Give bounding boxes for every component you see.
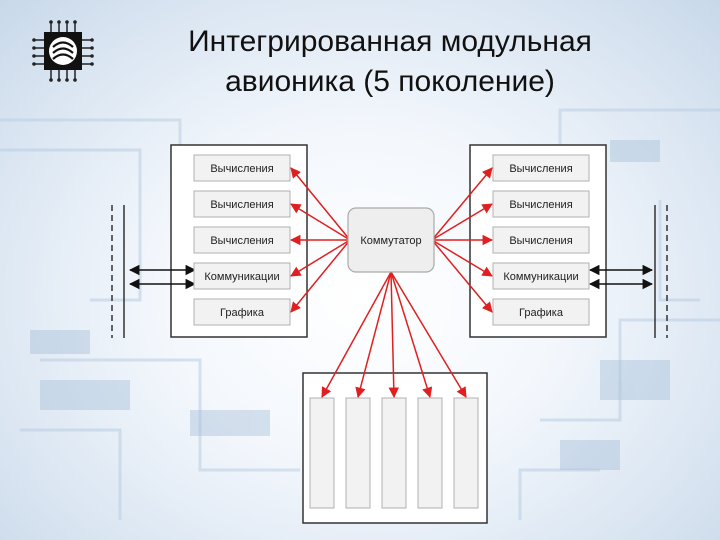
left-item-3-label: Вычисления xyxy=(210,235,273,247)
left-item-3: Вычисления xyxy=(193,226,291,254)
left-item-1-label: Вычисления xyxy=(210,163,273,175)
left-item-5: Графика xyxy=(193,298,291,326)
link-right-1 xyxy=(431,167,493,241)
link-right-4 xyxy=(431,239,493,277)
link-left-4 xyxy=(290,239,351,277)
left-item-1: Вычисления xyxy=(193,154,291,182)
switch-label: Коммутатор xyxy=(360,235,421,247)
right-external-bus xyxy=(654,205,668,338)
right-item-5: Графика xyxy=(492,298,590,326)
right-item-4: Коммуникации xyxy=(492,262,590,290)
link-left-5 xyxy=(290,239,351,313)
left-item-4-label: Коммуникации xyxy=(204,271,279,283)
red-links xyxy=(289,167,494,399)
bottom-slot-3 xyxy=(381,397,407,509)
right-item-1: Вычисления xyxy=(492,154,590,182)
right-item-2-label: Вычисления xyxy=(509,199,572,211)
link-left-1 xyxy=(290,167,351,241)
link-right-2 xyxy=(431,203,493,241)
right-item-4-label: Коммуникации xyxy=(503,271,578,283)
link-bottom-5 xyxy=(390,271,467,398)
link-bottom-3 xyxy=(388,271,400,399)
title-line-1: Интегрированная модульная xyxy=(188,25,592,58)
left-item-4: Коммуникации xyxy=(193,262,291,290)
right-item-5-label: Графика xyxy=(519,307,564,319)
link-bottom-1 xyxy=(321,271,392,398)
title-line-2: авионика (5 поколение) xyxy=(225,65,555,98)
page-title: Интегрированная модульная авионика (5 по… xyxy=(120,22,660,102)
link-bottom-2 xyxy=(355,271,392,399)
left-item-2-label: Вычисления xyxy=(210,199,273,211)
left-item-2: Вычисления xyxy=(193,190,291,218)
right-item-3-label: Вычисления xyxy=(509,235,572,247)
link-right-5 xyxy=(431,239,493,313)
link-left-2 xyxy=(290,203,351,241)
bottom-slot-5 xyxy=(453,397,479,509)
bottom-slot-1 xyxy=(309,397,335,509)
link-bottom-4 xyxy=(390,271,433,399)
right-item-2: Вычисления xyxy=(492,190,590,218)
bottom-slot-2 xyxy=(345,397,371,509)
switch-box xyxy=(347,207,435,273)
right-item-1-label: Вычисления xyxy=(509,163,572,175)
left-external-bus xyxy=(111,205,125,338)
left-item-5-label: Графика xyxy=(220,307,265,319)
chip-emblem-icon xyxy=(32,20,94,82)
bottom-slot-4 xyxy=(417,397,443,509)
right-item-3: Вычисления xyxy=(492,226,590,254)
